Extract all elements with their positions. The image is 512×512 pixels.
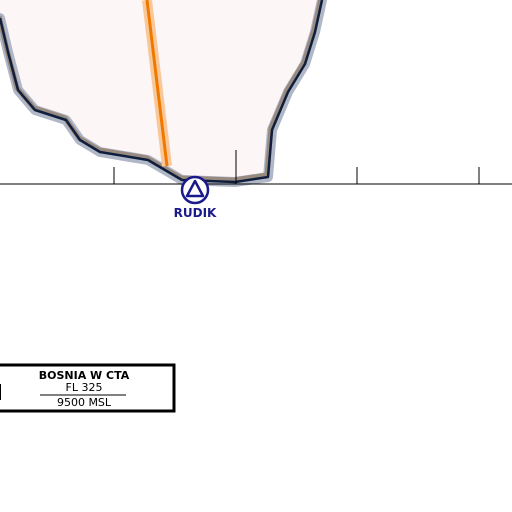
airspace-name: BOSNIA W CTA bbox=[39, 369, 130, 382]
airspace-lower-limit: 9500 MSL bbox=[57, 396, 112, 409]
route-line bbox=[145, 0, 169, 167]
airspace-upper-limit: FL 325 bbox=[66, 381, 103, 394]
waypoint-label: RUDIK bbox=[174, 206, 217, 220]
airspace-info-box: BOSNIA W CTA FL 325 9500 MSL bbox=[0, 363, 176, 413]
vor-triangle-icon[interactable] bbox=[180, 175, 210, 205]
airspace-boundary bbox=[0, 0, 324, 184]
